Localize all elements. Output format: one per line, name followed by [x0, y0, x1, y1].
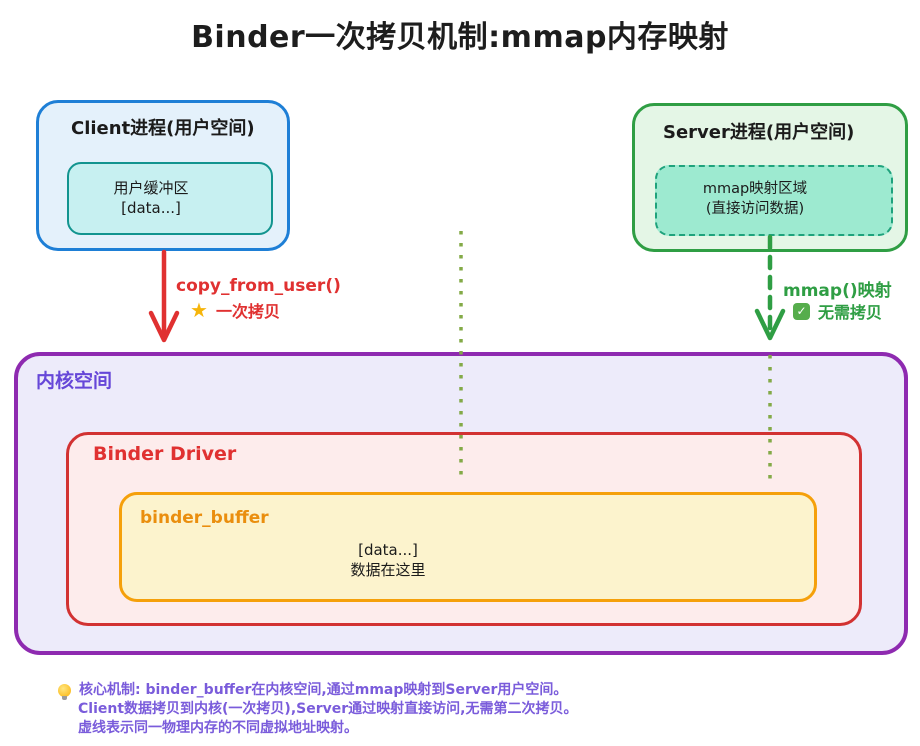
binder-buffer-box: binder_buffer [data...] 数据在这里 — [119, 492, 817, 602]
kernel-space-title: 内核空间 — [36, 370, 113, 392]
check-icon: ✓ — [793, 302, 810, 320]
mmap-mapping-arrow — [754, 234, 786, 341]
mmap-region-line2: (直接访问数据) — [705, 201, 805, 217]
binder-driver-title: Binder Driver — [93, 443, 237, 465]
user-buffer-text: 用户缓冲区 [data...] — [87, 178, 215, 218]
server-process-box: Server进程(用户空间) mmap映射区域 (直接访问数据) — [632, 103, 908, 252]
page-title: Binder一次拷贝机制:mmap内存映射 — [191, 20, 729, 55]
mmap-mapping-label: mmap()映射 — [783, 281, 892, 301]
user-buffer-line1: 用户缓冲区 — [113, 179, 189, 197]
binder-driver-box: Binder Driver binder_buffer [data...] 数据… — [66, 432, 862, 626]
lightbulb-base — [62, 696, 67, 700]
kernel-space-box: 内核空间 Binder Driver binder_buffer [data..… — [14, 352, 908, 655]
binder-buffer-title: binder_buffer — [140, 508, 269, 528]
mmap-region-box: mmap映射区域 (直接访问数据) — [655, 165, 893, 236]
user-buffer-box: 用户缓冲区 [data...] — [67, 162, 273, 235]
user-buffer-line2: [data...] — [121, 199, 181, 217]
star-icon: ★ — [190, 298, 208, 322]
no-copy-badge: ✓ 无需拷贝 — [793, 299, 882, 323]
binder-buffer-data-text: [data...] 数据在这里 — [308, 540, 468, 580]
note-line-1: 核心机制: binder_buffer在内核空间,通过mmap映射到Server… — [79, 682, 568, 698]
one-copy-badge-label: 一次拷贝 — [215, 302, 280, 321]
note-line-3: 虚线表示同一物理内存的不同虚拟地址映射。 — [78, 720, 358, 736]
mmap-region-text: mmap映射区域 (直接访问数据) — [675, 179, 835, 219]
one-copy-badge: ★ 一次拷贝 — [190, 298, 280, 322]
copy-from-user-label: copy_from_user() — [176, 276, 341, 296]
mmap-region-line1: mmap映射区域 — [702, 181, 808, 197]
core-mechanism-note: 核心机制: binder_buffer在内核空间,通过mmap映射到Server… — [58, 681, 698, 738]
copy-from-user-arrow — [148, 249, 180, 343]
client-process-box: Client进程(用户空间) 用户缓冲区 [data...] — [36, 100, 290, 251]
client-process-title: Client进程(用户空间) — [71, 118, 255, 139]
binder-buffer-data-line2: 数据在这里 — [350, 561, 426, 579]
note-line-2: Client数据拷贝到内核(一次拷贝),Server通过映射直接访问,无需第二次… — [78, 701, 578, 717]
no-copy-badge-label: 无需拷贝 — [818, 303, 883, 322]
binder-buffer-data-line1: [data...] — [358, 541, 418, 559]
server-process-title: Server进程(用户空间) — [663, 122, 855, 143]
lightbulb-icon — [58, 684, 71, 700]
